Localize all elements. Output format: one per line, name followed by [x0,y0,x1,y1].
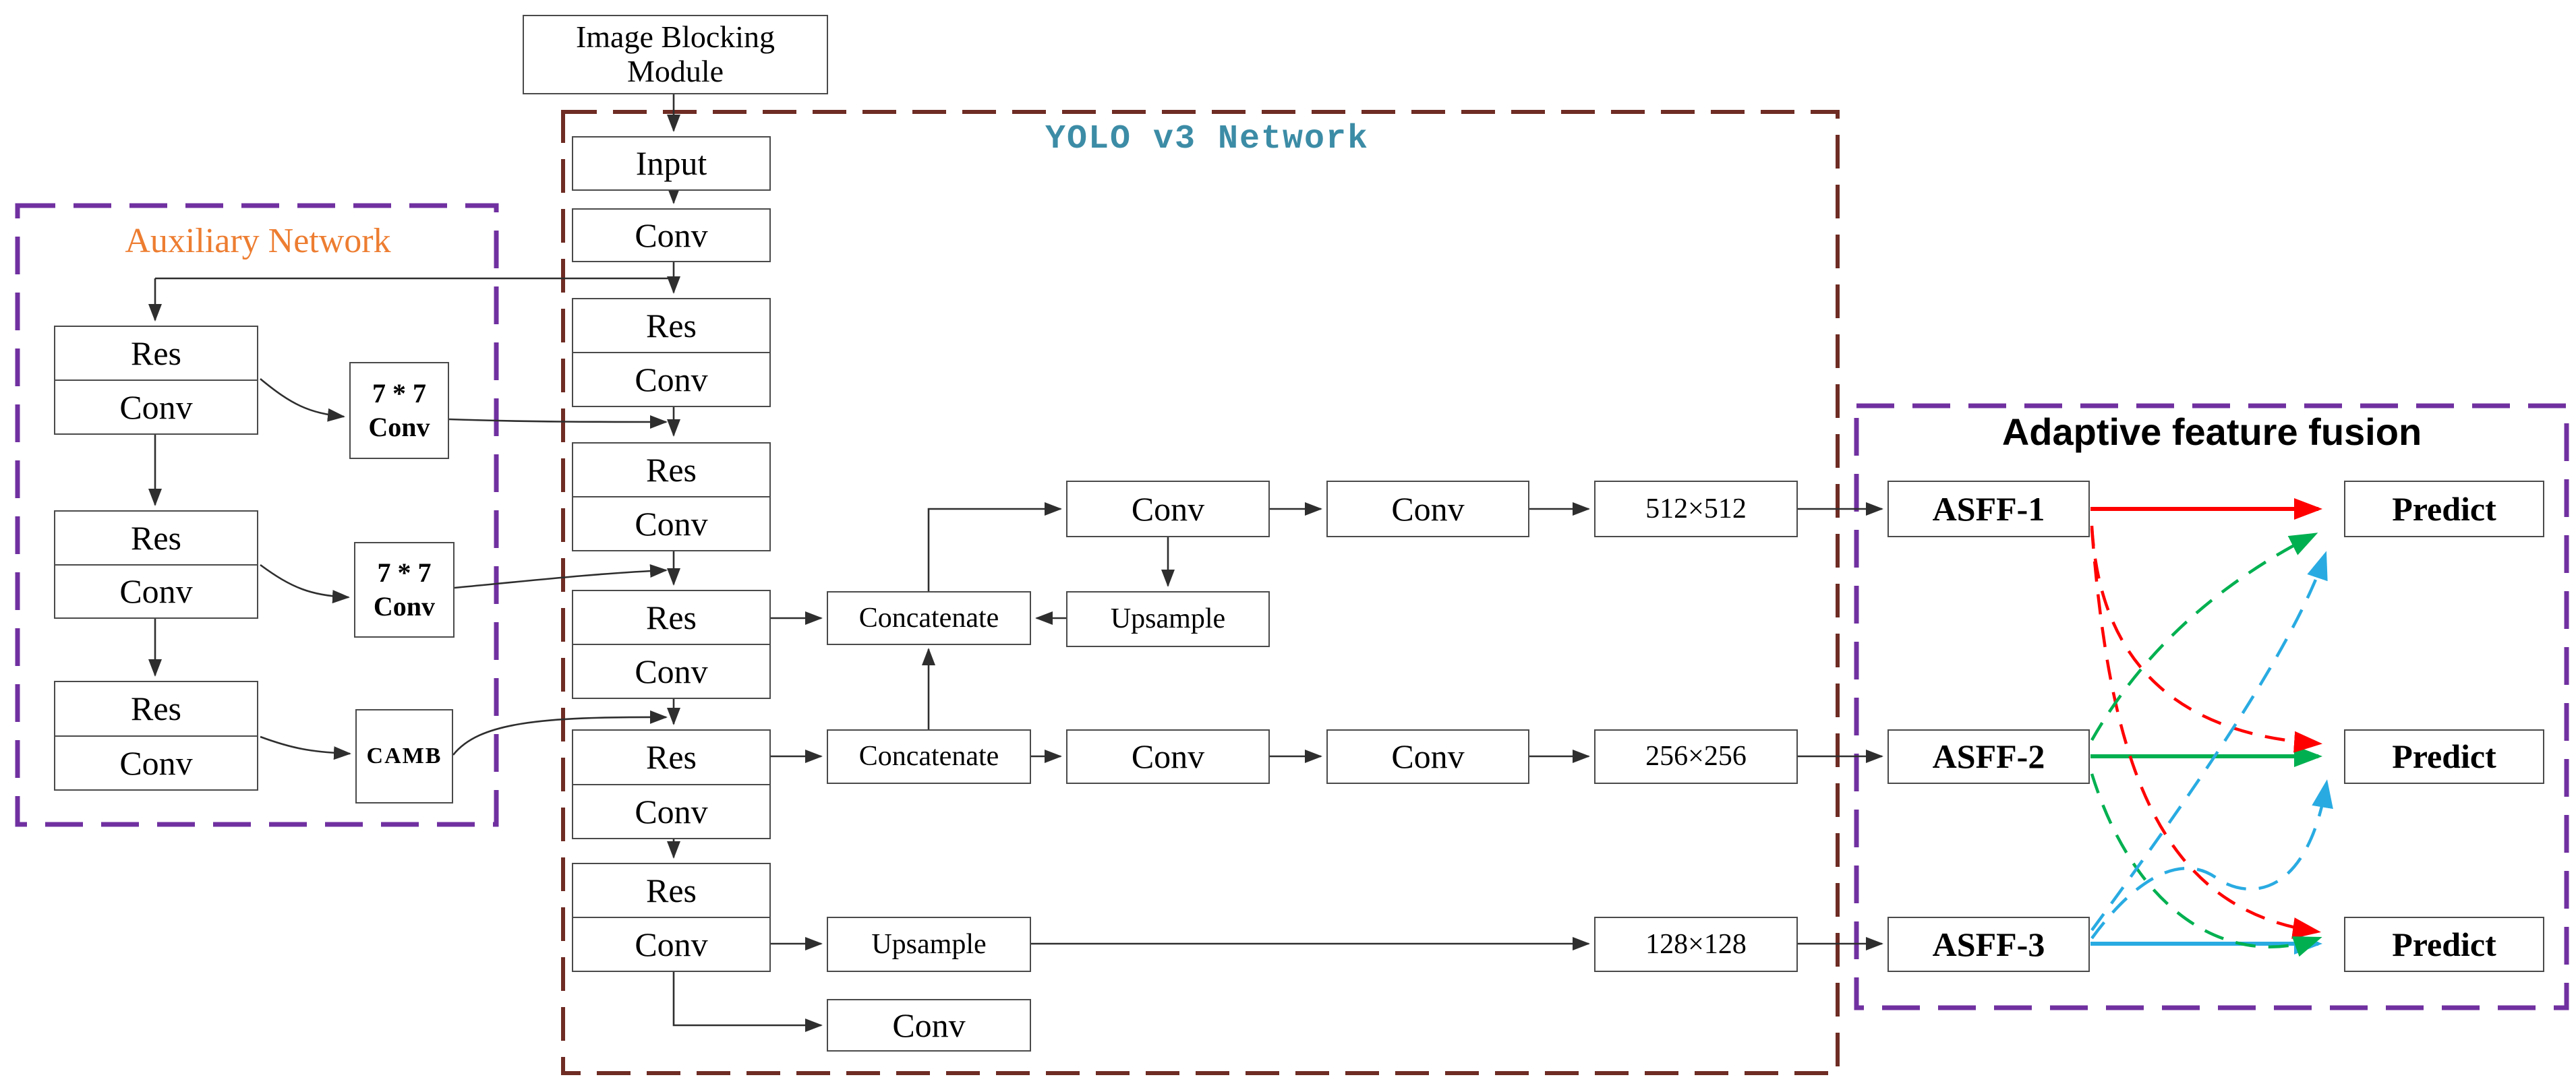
res-label: Res [573,731,769,785]
adaptive-fusion-border [1854,403,2569,1010]
conv-label: Conv [635,505,708,543]
concatenate-box-1: Concatenate [827,591,1031,645]
res-label: Res [573,444,769,497]
predict-box-2: Predict [2344,729,2544,784]
scale-512-box: 512×512 [1594,481,1798,537]
seven-by-seven-conv-box-1: 7 * 7 Conv [349,362,449,459]
auxiliary-network-border [15,203,499,827]
res-conv-pair-4: Res Conv [572,729,771,839]
asff-dashed-arrows [2090,525,2333,957]
res-label: Res [55,327,257,381]
res-conv-pair-1: Res Conv [572,298,771,407]
conv-label: Conv [119,388,193,426]
scale-128-box: 128×128 [1594,917,1798,972]
res-conv-pair-3: Res Conv [572,590,771,699]
asff-3-box: ASFF-3 [1887,917,2090,972]
conv-box-bottom: Conv [827,999,1031,1052]
upsample-box-1: Upsample [1066,591,1270,647]
conv-label: Conv [635,792,708,830]
res-label: Res [55,682,257,737]
res-conv-pair-2: Res Conv [572,442,771,551]
aux-res-conv-pair-2: Res Conv [54,510,258,619]
yolo-network-title: YOLO v3 Network [1045,120,1370,158]
res-label: Res [573,591,769,645]
yolo-network-border [561,110,1840,1075]
res-label: Res [573,299,769,353]
conv-box-row1-b: Conv [1326,481,1529,537]
res-label: Res [55,512,257,566]
upsample-box-2: Upsample [827,917,1031,972]
res-conv-pair-5: Res Conv [572,863,771,972]
conv-label: Conv [119,744,193,782]
asff-2-box: ASFF-2 [1887,729,2090,784]
conv-label: Conv [635,653,708,690]
asff-solid-arrows [2090,498,2322,954]
conv-box-row1-a: Conv [1066,481,1270,537]
conv-box-top: Conv [572,208,771,262]
conv-box-row2-b: Conv [1326,729,1529,784]
aux-res-conv-pair-3: Res Conv [54,681,258,791]
predict-box-1: Predict [2344,481,2544,537]
conv-label: Conv [635,926,708,963]
conv-box-row2-a: Conv [1066,729,1270,784]
adaptive-fusion-title: Adaptive feature fusion [2001,411,2422,453]
image-blocking-module-box: Image Blocking Module [523,15,828,94]
input-box: Input [572,136,771,191]
concatenate-box-2: Concatenate [827,729,1031,784]
scale-256-box: 256×256 [1594,729,1798,784]
camb-box: CAMB [355,709,453,803]
conv-label: Conv [635,361,708,398]
conv-label: Conv [119,572,193,611]
asff-1-box: ASFF-1 [1887,481,2090,537]
seven-by-seven-conv-box-2: 7 * 7 Conv [354,542,455,638]
predict-box-3: Predict [2344,917,2544,972]
aux-res-conv-pair-1: Res Conv [54,326,258,435]
res-label: Res [573,864,769,918]
auxiliary-network-title: Auxiliary Network [125,222,391,260]
